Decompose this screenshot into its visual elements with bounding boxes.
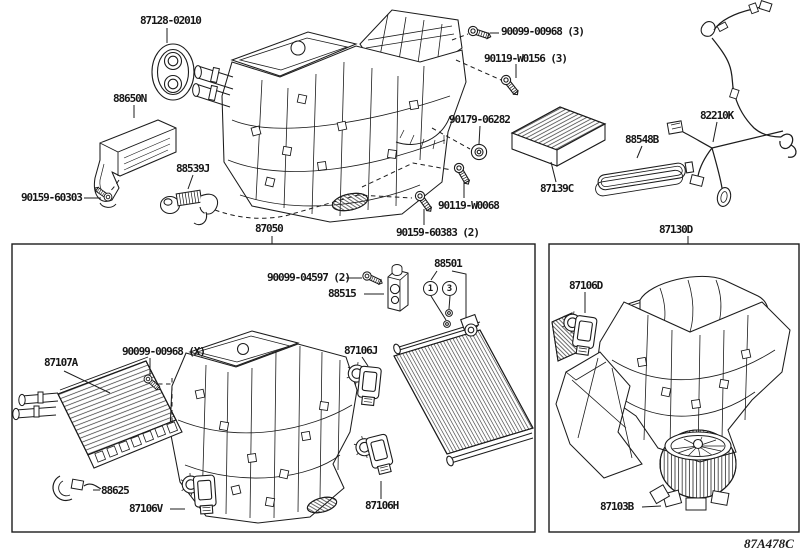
heater-case-drawing [169,330,358,524]
figure-code: 87A478C [744,536,794,551]
part-label-88501: 88501 [434,257,463,270]
wiring-harness-drawing [666,0,797,207]
screw-90099-00968-drawing [466,24,493,42]
part-label-88650N: 88650N [113,92,147,105]
part-label-88625: 88625 [101,484,130,497]
part-label-88548B: 88548B [625,133,659,146]
frame-left-box [11,243,536,533]
dashed-leaders [108,33,502,424]
hvac-assembly-drawing [192,9,467,223]
expansion-valve-drawing [387,264,409,312]
part-label-88539J: 88539J [176,162,210,175]
o-ring-set-drawing [443,309,453,328]
grommet-drawing [151,43,195,101]
part-label-87103B: 87103B [600,500,634,513]
part-label-87106J: 87106J [344,344,378,357]
part-label-87139C: 87139C [540,182,574,195]
hose-clamp-drawing [52,475,102,502]
part-label-90179-06282: 90179-06282 [449,113,511,126]
blower-case-drawing [555,275,791,479]
damper-plate-drawing [595,161,695,197]
screw-90159-60303-drawing [92,184,117,208]
screw-90099-04597-drawing [361,270,385,288]
servo-87106d-drawing [551,309,599,362]
blower-motor-drawing [649,429,737,511]
amplifier-drawing [93,119,177,202]
part-label-87050: 87050 [255,222,284,235]
part-label-87106V: 87106V [129,502,163,515]
part-label-87106H: 87106H [365,499,399,512]
evaporator-drawing [393,313,534,467]
part-label-90119-W0156-3: 90119-W0156 (3) [484,52,568,65]
callout-3: 3 [442,281,457,296]
part-label-90099-00968-3: 90099-00968 (3) [501,25,585,38]
part-label-90099-04597-2: 90099-04597 (2) [267,271,351,284]
bolt-90119-w0156-drawing [498,72,522,99]
water-valve-tube-drawing [159,189,219,226]
grommet-90179-06282-drawing [470,143,488,161]
part-label-90099-00968-X: 90099-00968 (X) [122,345,206,358]
bolt-90119-w0068-drawing [452,161,473,187]
part-label-90119-W0068: 90119-W0068 [438,199,500,212]
servo-87106h-drawing [351,429,396,480]
heater-core-drawing [12,356,183,469]
part-label-90159-60383-2: 90159-60383 (2) [396,226,480,239]
cabin-filter-drawing [510,106,607,167]
part-label-87107A: 87107A [44,356,78,369]
part-label-88515: 88515 [328,287,357,300]
servo-87106v-drawing [179,470,218,516]
part-label-90159-60303: 90159-60303 [21,191,83,204]
part-label-82210K: 82210K [700,109,734,122]
leader-lines [63,28,718,510]
part-label-87130D: 87130D [659,223,693,236]
part-label-87128-02010: 87128-02010 [140,14,202,27]
frame-right-box [548,243,800,533]
part-label-87106D: 87106D [569,279,603,292]
callout-1: 1 [423,281,438,296]
